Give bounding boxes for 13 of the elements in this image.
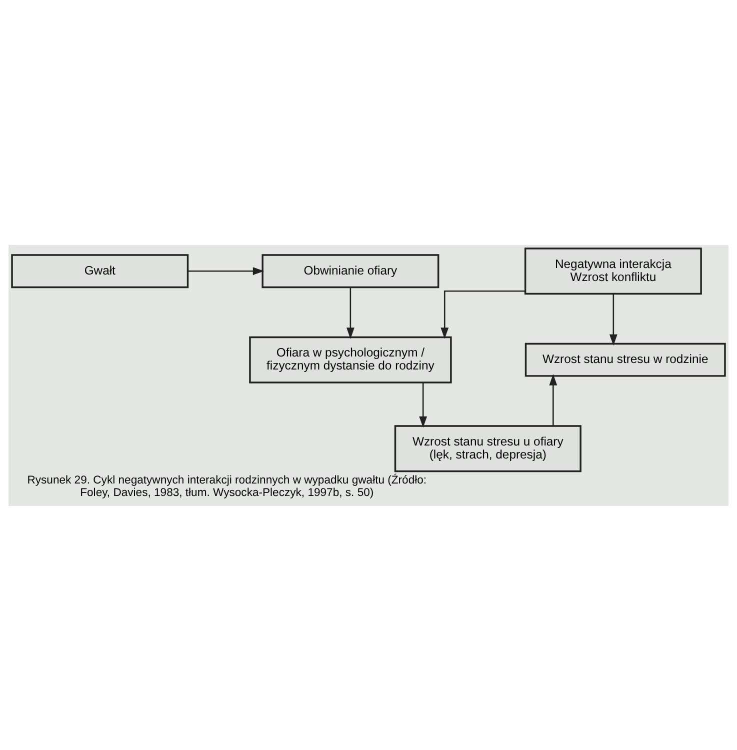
node-box: Gwałt	[11, 254, 189, 288]
node-box: Wzrost stanu stresu u ofiary (lęk, strach, depresja)	[394, 424, 582, 472]
arrow	[609, 293, 618, 346]
arrow	[440, 290, 526, 338]
node-box: Obwinianie ofiary	[262, 254, 440, 288]
arrow	[419, 382, 428, 428]
arrow	[188, 266, 264, 275]
node-box: Wzrost stanu stresu w rodzinie	[524, 342, 726, 376]
node-box: Negatywna interakcja Wzrost konfliktu	[524, 247, 702, 294]
caption: Rysunek 29. Cykl negatywnych interakcji rodzinnych w wypadku gwałtu (Źródło: Foley, Davies, 1983, tłum. Wysocka-Pleczyk, 1997b, s. 50)	[27, 474, 427, 498]
node-box: Ofiara w psychologicznym / fizycznym dystansie do rodziny	[249, 336, 452, 383]
arrow	[346, 286, 354, 338]
arrow	[549, 374, 558, 426]
